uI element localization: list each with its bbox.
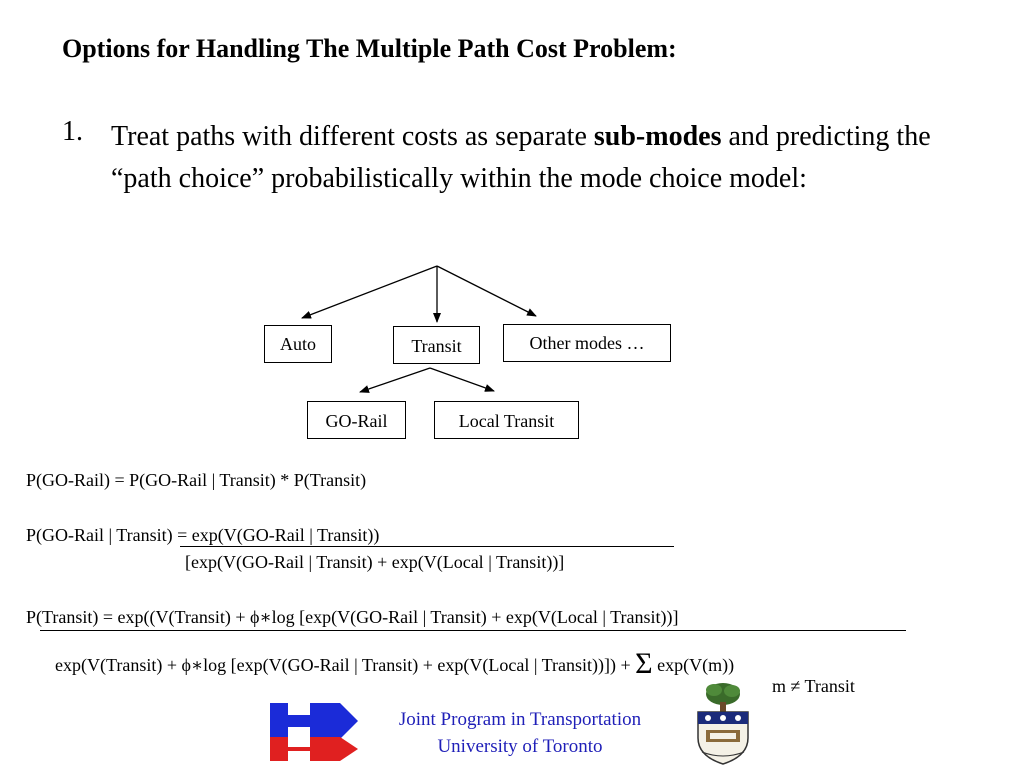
item-text-before: Treat paths with different costs as sepa… xyxy=(111,121,594,152)
edge-transit-gorail xyxy=(359,367,431,393)
equation-1: P(GO-Rail) = P(GO-Rail | Transit) * P(Tr… xyxy=(26,470,367,490)
node-other-modes: Other modes … xyxy=(503,324,671,362)
equation-2-denominator: [exp(V(GO-Rail | Transit) + exp(V(Local … xyxy=(185,552,565,572)
edge-root-other xyxy=(436,265,537,317)
list-item-text: Treat paths with different costs as sepa… xyxy=(111,116,991,200)
footer-line-2: University of Toronto xyxy=(437,736,603,757)
item-text-after: and predicting the “path choice” probabi… xyxy=(111,121,931,194)
fraction-line-3 xyxy=(40,630,906,631)
transportation-logo-icon xyxy=(270,703,358,761)
sigma-symbol: Σ xyxy=(635,647,653,680)
node-go-rail: GO-Rail xyxy=(307,401,406,439)
list-number: 1. xyxy=(62,116,83,147)
node-transit: Transit xyxy=(393,326,480,364)
node-local-transit: Local Transit xyxy=(434,401,579,439)
edge-transit-local xyxy=(429,367,495,392)
item-text-bold: sub-modes xyxy=(593,121,722,152)
equation-2-numerator: P(GO-Rail | Transit) = exp(V(GO-Rail | T… xyxy=(26,525,380,545)
edge-root-auto xyxy=(301,265,438,319)
fraction-line-2 xyxy=(180,546,674,547)
slide-title: Options for Handling The Multiple Path C… xyxy=(62,34,677,63)
eq3-den-part2: exp(V(m)) xyxy=(657,655,735,675)
equation-3-numerator: P(Transit) = exp((V(Transit) + ϕ∗log [ex… xyxy=(26,607,679,627)
footer-line-1: Joint Program in Transportation xyxy=(398,709,642,730)
eq3-den-part1: exp(V(Transit) + ϕ∗log [exp(V(GO-Rail | … xyxy=(55,655,631,675)
node-auto: Auto xyxy=(264,325,332,363)
equation-3-subscript: m ≠ Transit xyxy=(772,676,855,696)
university-crest-icon xyxy=(697,683,749,765)
equation-3-denominator: exp(V(Transit) + ϕ∗log [exp(V(GO-Rail | … xyxy=(55,647,734,681)
